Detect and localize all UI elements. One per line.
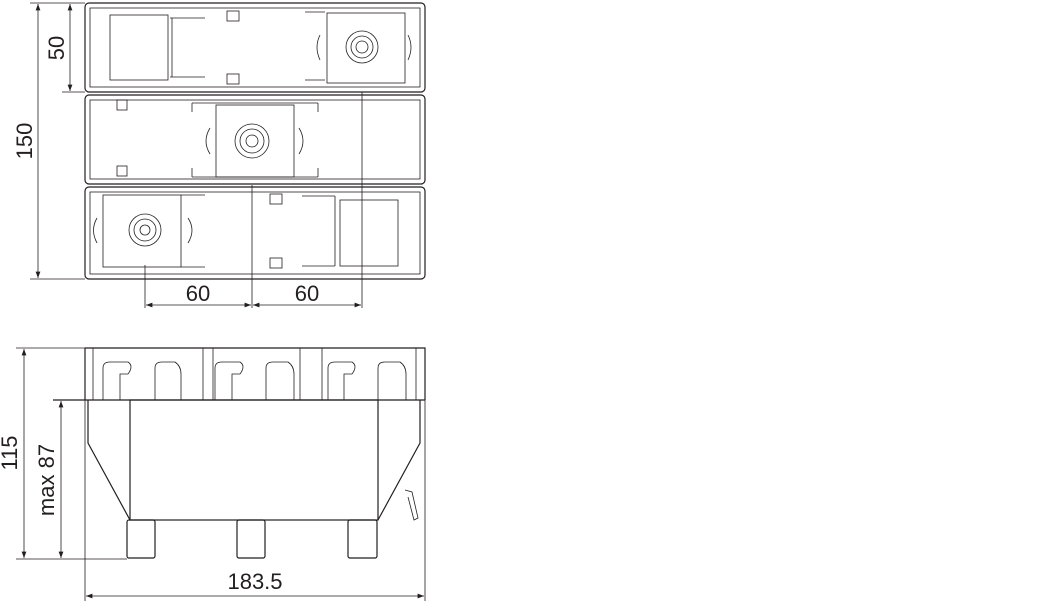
foot xyxy=(236,519,266,559)
module-row-middle xyxy=(84,94,426,185)
dimension-label-60-right: 60 xyxy=(295,281,319,306)
box-body xyxy=(129,399,379,521)
side-view: 115 max 87 183.5 xyxy=(0,347,426,601)
top-view: 50 150 60 60 xyxy=(12,2,426,308)
frame-top xyxy=(84,347,426,400)
foot xyxy=(126,519,156,559)
dimension-label-115: 115 xyxy=(0,435,22,470)
dimension-label-183-5: 183.5 xyxy=(227,569,282,594)
dimension-label-150: 150 xyxy=(12,123,37,160)
foot xyxy=(347,519,378,559)
socket-insert xyxy=(102,194,182,268)
dimension-label-60-left: 60 xyxy=(186,281,210,306)
module-row-top xyxy=(84,2,426,93)
module-row-bottom xyxy=(84,186,426,280)
box-sides xyxy=(87,400,421,521)
blank-insert xyxy=(339,199,399,267)
blank-insert xyxy=(109,14,169,81)
dimension-label-max-87: max 87 xyxy=(34,444,59,516)
socket-insert xyxy=(326,12,406,84)
dimension-label-50: 50 xyxy=(44,36,69,60)
socket-insert xyxy=(215,104,295,178)
